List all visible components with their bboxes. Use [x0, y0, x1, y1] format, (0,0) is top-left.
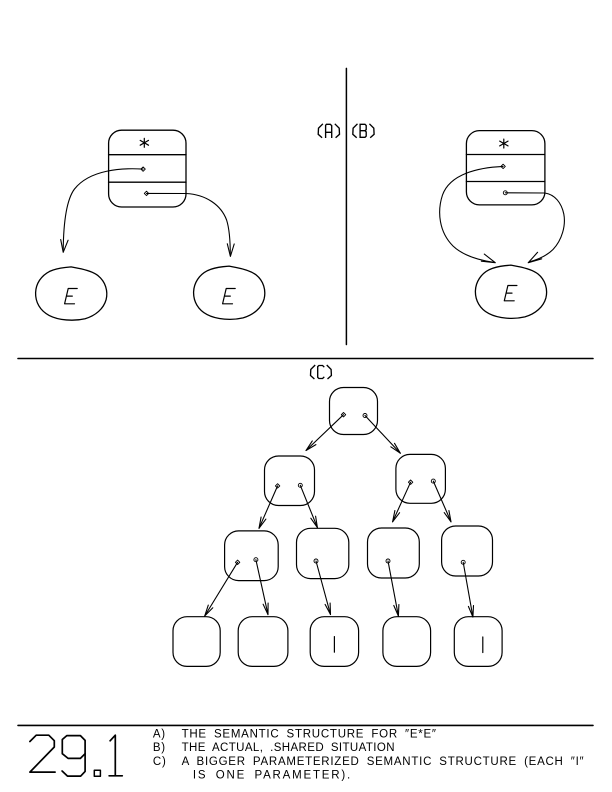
svg-text:THE ACTUAL, .SHARED SITUATION: THE ACTUAL, .SHARED SITUATION: [182, 742, 395, 754]
svg-text:C): C): [153, 756, 167, 768]
svg-text:IS ONE PARAMETER).: IS ONE PARAMETER).: [193, 770, 352, 782]
svg-text:THE SEMANTIC STRUCTURE FOR ″E*: THE SEMANTIC STRUCTURE FOR ″E*E″: [182, 728, 437, 740]
svg-text:B): B): [153, 742, 166, 754]
svg-text:A BIGGER PARAMETERIZED SEMANTI: A BIGGER PARAMETERIZED SEMANTIC STRUCTUR…: [182, 756, 585, 768]
svg-text:A): A): [153, 728, 166, 740]
